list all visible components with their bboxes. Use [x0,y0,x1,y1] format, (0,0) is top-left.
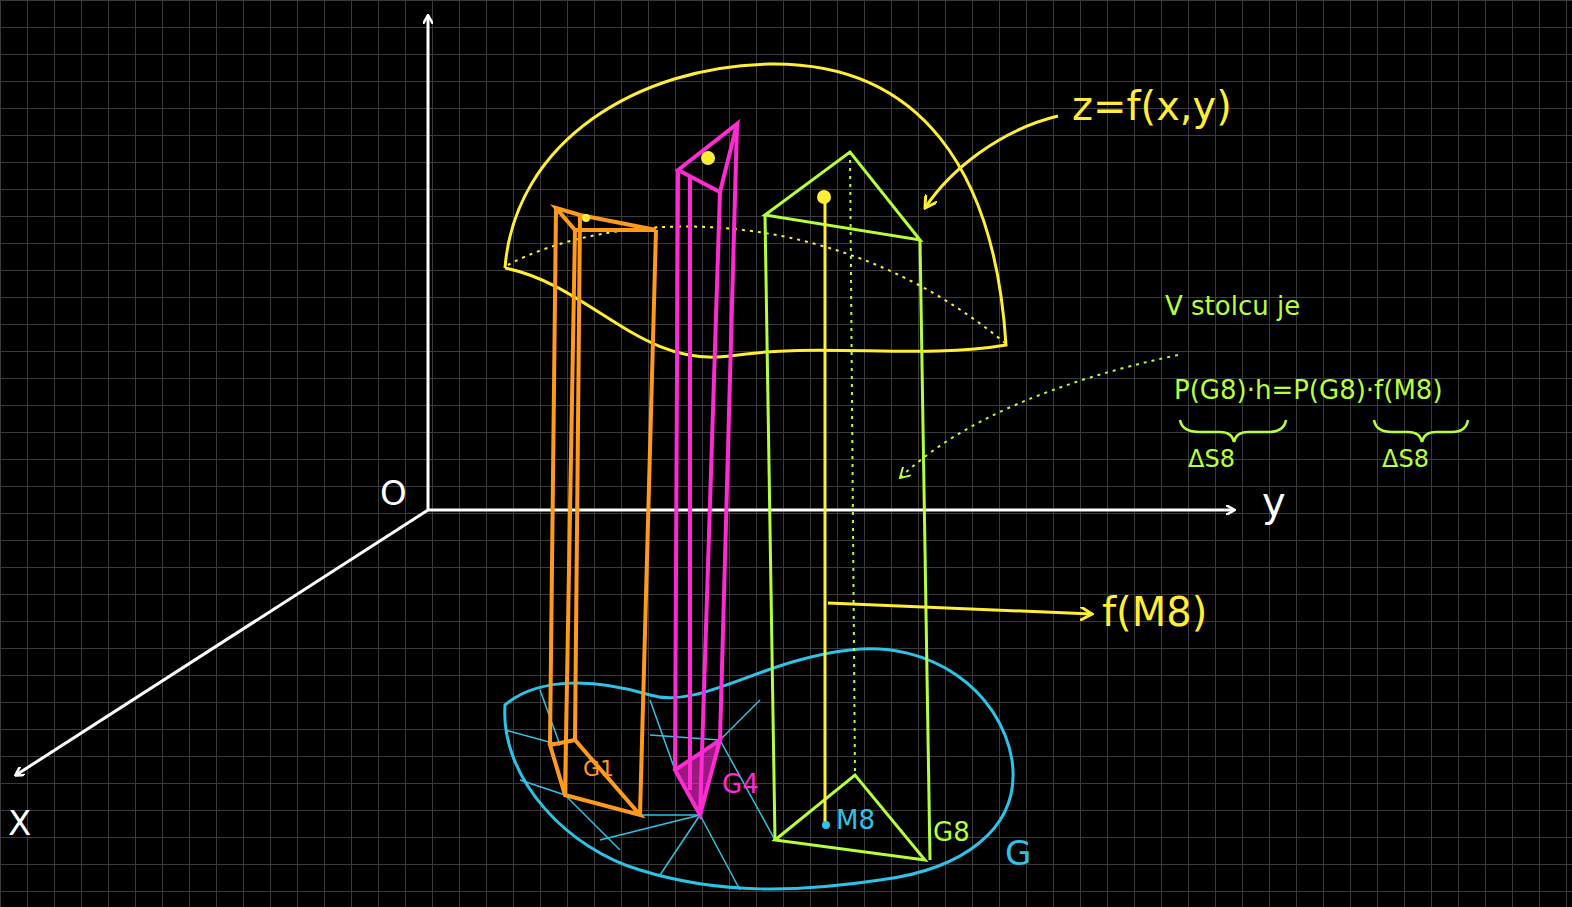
point-label: M8 [836,806,875,835]
formula-text: P(G8)·h=P(G8)·f(M8) [1174,376,1443,405]
region-label: G [1005,835,1031,872]
region-label: G1 [583,757,614,781]
underbrace-label: ΔS8 [1188,446,1235,472]
height-label: f(M8) [1102,590,1207,634]
region-label: G4 [722,770,759,799]
note-text: V stolcu je [1165,292,1300,321]
region-label: G8 [933,818,970,847]
formula-label: z=f(x,y) [1072,84,1232,128]
axis-label: X [8,805,31,842]
origin-label: O [380,475,407,512]
axis-label: y [1262,480,1286,524]
underbrace-label: ΔS8 [1382,446,1429,472]
